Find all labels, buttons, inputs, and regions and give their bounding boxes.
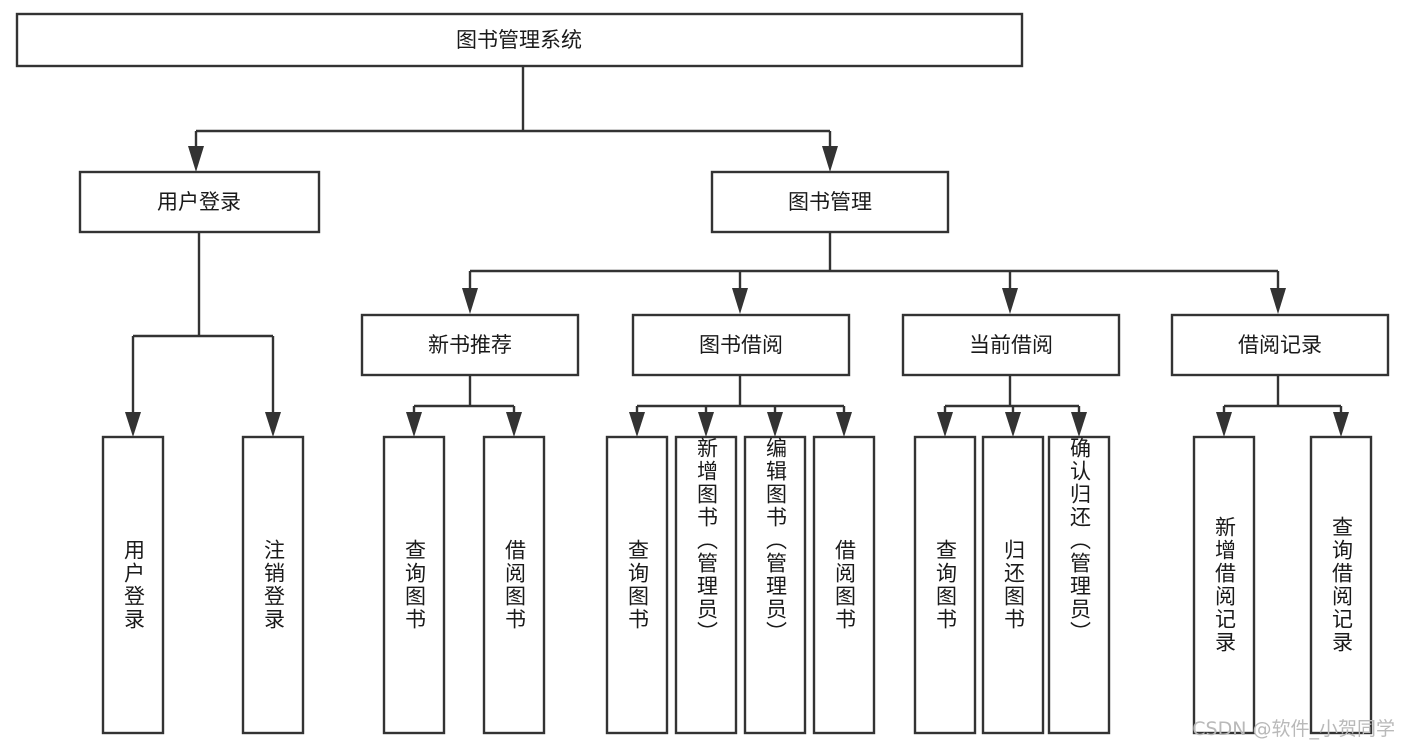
leaf-box-logout[interactable] bbox=[241, 435, 305, 735]
node-user-login[interactable]: 用户登录 bbox=[78, 170, 321, 234]
connector-group-new-book bbox=[406, 375, 522, 437]
node-user-login-box[interactable] bbox=[78, 170, 321, 234]
node-borrow-record-label: 借阅记录 bbox=[1238, 333, 1322, 357]
connector-group-current bbox=[937, 375, 1087, 437]
arrow-head-icon bbox=[265, 412, 281, 437]
arrow-head-icon bbox=[836, 412, 852, 437]
arrow-head-icon bbox=[125, 412, 141, 437]
node-new-book-recommend-label: 新书推荐 bbox=[428, 333, 512, 357]
arrow-head-icon bbox=[767, 412, 783, 437]
leaf-box-return-book[interactable] bbox=[981, 435, 1045, 735]
node-root-label: 图书管理系统 bbox=[456, 28, 582, 52]
node-borrow-record-box[interactable] bbox=[1170, 313, 1390, 377]
arrow-head-icon bbox=[822, 146, 838, 172]
leaf-box-user-login[interactable] bbox=[101, 435, 165, 735]
node-book-management[interactable]: 图书管理 bbox=[710, 170, 950, 234]
arrow-head-icon bbox=[1333, 412, 1349, 437]
node-book-management-box[interactable] bbox=[710, 170, 950, 234]
arrow-head-icon bbox=[1216, 412, 1232, 437]
leaf-box-query-book-2[interactable] bbox=[605, 435, 669, 735]
node-new-book-recommend-box[interactable] bbox=[360, 313, 580, 377]
node-current-borrow[interactable]: 当前借阅 bbox=[901, 313, 1121, 377]
connector-group-root bbox=[188, 66, 838, 172]
leaf-boxes bbox=[101, 435, 1373, 735]
arrow-head-icon bbox=[1071, 412, 1087, 437]
leaf-box-confirm-return[interactable] bbox=[1047, 435, 1111, 735]
node-book-management-label: 图书管理 bbox=[788, 190, 872, 214]
leaf-box-add-record[interactable] bbox=[1192, 435, 1256, 735]
node-user-login-label: 用户登录 bbox=[157, 190, 241, 214]
node-book-borrow-box[interactable] bbox=[631, 313, 851, 377]
leaf-box-query-book-3[interactable] bbox=[913, 435, 977, 735]
node-new-book-recommend[interactable]: 新书推荐 bbox=[360, 313, 580, 377]
arrow-head-icon bbox=[732, 288, 748, 314]
node-book-borrow[interactable]: 图书借阅 bbox=[631, 313, 851, 377]
arrow-head-icon bbox=[462, 288, 478, 314]
arrow-head-icon bbox=[1270, 288, 1286, 314]
arrow-head-icon bbox=[629, 412, 645, 437]
connector-group-book-mgmt bbox=[462, 232, 1286, 314]
node-current-borrow-label: 当前借阅 bbox=[969, 333, 1053, 357]
arrow-head-icon bbox=[1002, 288, 1018, 314]
arrow-head-icon bbox=[188, 146, 204, 172]
leaf-box-query-record[interactable] bbox=[1309, 435, 1373, 735]
leaf-box-add-book[interactable] bbox=[674, 435, 738, 735]
arrow-head-icon bbox=[1005, 412, 1021, 437]
node-borrow-record[interactable]: 借阅记录 bbox=[1170, 313, 1390, 377]
node-root-box[interactable] bbox=[15, 12, 1024, 68]
arrow-head-icon bbox=[698, 412, 714, 437]
node-book-borrow-label: 图书借阅 bbox=[699, 333, 783, 357]
connector-group-user-login bbox=[125, 232, 281, 437]
arrow-head-icon bbox=[406, 412, 422, 437]
node-root[interactable]: 图书管理系统 bbox=[15, 12, 1024, 68]
leaf-box-borrow-book-1[interactable] bbox=[482, 435, 546, 735]
connector-group-borrow bbox=[629, 375, 852, 437]
node-current-borrow-box[interactable] bbox=[901, 313, 1121, 377]
connector-group-record bbox=[1216, 375, 1349, 437]
arrow-head-icon bbox=[506, 412, 522, 437]
leaf-box-edit-book[interactable] bbox=[743, 435, 807, 735]
leaf-box-query-book-1[interactable] bbox=[382, 435, 446, 735]
arrow-head-icon bbox=[937, 412, 953, 437]
leaf-box-borrow-book-2[interactable] bbox=[812, 435, 876, 735]
